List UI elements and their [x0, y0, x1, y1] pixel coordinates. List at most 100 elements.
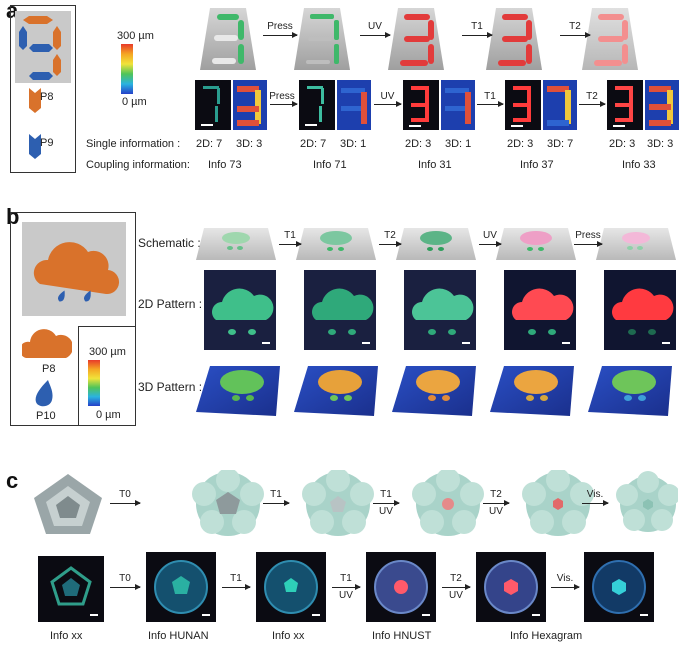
- panel-a-2d-image-2: [299, 80, 335, 130]
- panel-a-top-arrow-label-4: T2: [569, 21, 581, 32]
- single-info-3d-3: 3D: 1: [445, 138, 472, 150]
- single-info-2d-1: 2D: 7: [196, 138, 223, 150]
- panel-b-schematic-row: [196, 228, 676, 260]
- panel-c-image-6: [584, 552, 654, 622]
- panel-b-arrow-label-1: T1: [284, 230, 296, 241]
- panel-c-bottom-arrow-1: [110, 584, 141, 590]
- panel-a-legend-shapes: [15, 11, 71, 159]
- panel-c-top-arrow-3: [373, 500, 400, 506]
- panel-a-colorbar-min: 0 µm: [122, 96, 147, 108]
- panel-a-top-arrow-2: [360, 32, 391, 38]
- panel-a-top-arrow-4: [560, 32, 591, 38]
- panel-b-3d-pattern-row: [196, 366, 672, 416]
- flower-schematic-3: [412, 470, 484, 536]
- single-info-3d-1: 3D: 3: [236, 138, 263, 150]
- single-info-3d-5: 3D: 3: [647, 138, 674, 150]
- panel-b-colorbar-box: [78, 326, 136, 426]
- legend-p8-label: P8: [40, 91, 54, 103]
- panel-c-top-arrow-1: [110, 500, 141, 506]
- panel-b-legend-box: [10, 212, 136, 426]
- schematic-sheet-4: [496, 228, 576, 260]
- panel-a-3d-image-4: [543, 80, 577, 130]
- 2d-pattern-1: [204, 270, 276, 350]
- single-info-2d-5: 2D: 3: [609, 138, 636, 150]
- panel-a-top-arrow-1: [263, 32, 298, 38]
- panel-a-bottom-arrow-4: [579, 101, 606, 107]
- panel-a-colorbar: [121, 44, 133, 94]
- panel-a-2d-image-3: [403, 80, 439, 130]
- flower-schematic-4: [522, 470, 594, 536]
- panel-c-bottom-arrow-sublabel-3: UV: [339, 590, 353, 601]
- schematic-plate-5: [582, 8, 638, 70]
- panel-b-colorbar: [88, 360, 100, 406]
- panel-a-2d-image-4: [505, 80, 541, 130]
- panel-a-2d-image-5: [607, 80, 643, 130]
- coupling-info-2: Info 71: [313, 159, 347, 171]
- schematic-plate-1: [200, 8, 256, 70]
- panel-c-bottom-arrow-5: [551, 584, 580, 590]
- panel-c-top-arrow-label-2: T1: [270, 489, 282, 500]
- coupling-info-3: Info 31: [418, 159, 452, 171]
- panel-a-schematic-row: [200, 8, 638, 70]
- panel-b-arrow-label-2: T2: [384, 230, 396, 241]
- panel-a-legend-box: [10, 5, 76, 173]
- panel-a-bottom-arrow-label-3: T1: [484, 91, 496, 102]
- panel-c-top-arrow-5: [582, 500, 609, 506]
- panel-c-top-arrow-label-1: T0: [119, 489, 131, 500]
- 2d-pattern-4: [504, 270, 576, 350]
- schematic-plate-3: [388, 8, 444, 70]
- flower-schematic-5: [616, 471, 678, 532]
- 3d-pattern-3: [392, 366, 476, 416]
- row-label-3d-pattern: 3D Pattern :: [138, 380, 203, 394]
- panel-a-bottom-arrow-label-1: Press: [269, 91, 295, 102]
- legend-p10-drop-icon: [35, 380, 53, 407]
- single-info-row-label: Single information :: [86, 138, 181, 150]
- panel-b-colorbar-min: 0 µm: [96, 409, 121, 421]
- panel-c-image-4: [366, 552, 436, 622]
- panel-b-arrow-label-3: UV: [483, 230, 497, 241]
- panel-c-info-2: Info HUNAN: [148, 630, 209, 642]
- panel-c-bottom-arrow-3: [332, 584, 361, 590]
- panel-c-image-5: [476, 552, 546, 622]
- schematic-plate-2: [294, 8, 350, 70]
- panel-c-info-5: Info Hexagram: [510, 630, 583, 642]
- panel-c-top-arrow-label-3: T1: [380, 489, 392, 500]
- 3d-pattern-2: [294, 366, 378, 416]
- pentagon-dome: [34, 474, 102, 534]
- panel-a-bottom-arrow-1: [270, 101, 298, 107]
- panel-a-3d-image-2: [337, 80, 371, 130]
- 3d-pattern-4: [490, 366, 574, 416]
- panel-c-schematic-row: [34, 470, 678, 536]
- schematic-sheet-1: [196, 228, 276, 260]
- panel-c-top-arrow-label-5: Vis.: [586, 489, 604, 500]
- panel-c-top-arrow-2: [263, 500, 290, 506]
- panel-c-top-arrow-sublabel-3: UV: [379, 506, 393, 517]
- coupling-info-5: Info 33: [622, 159, 656, 171]
- 3d-pattern-5: [588, 366, 672, 416]
- single-info-2d-4: 2D: 3: [507, 138, 534, 150]
- panel-c-bottom-arrow-4: [442, 584, 471, 590]
- schematic-sheet-5: [596, 228, 676, 260]
- panel-b-2d-pattern-row: [204, 270, 676, 350]
- legend-p9-rods: [19, 26, 53, 80]
- single-info-2d-2: 2D: 7: [300, 138, 327, 150]
- panel-c-image-3: [256, 552, 326, 622]
- legend-p9-label: P9: [40, 137, 54, 149]
- coupling-info-row-label: Coupling information:: [86, 159, 190, 171]
- panel-c-image-2: [146, 552, 216, 622]
- panel-b-arrow-1: [279, 241, 302, 247]
- panel-a-bottom-arrow-2: [374, 101, 402, 107]
- coupling-info-4: Info 37: [520, 159, 554, 171]
- flower-schematic-1: [192, 470, 264, 536]
- row-label-2d-pattern: 2D Pattern :: [138, 297, 203, 311]
- legend-p8-icon: [29, 88, 41, 113]
- raindrop-right: [84, 290, 91, 302]
- panel-c-bottom-arrow-label-3: T1: [340, 573, 352, 584]
- 2d-pattern-2: [304, 270, 376, 350]
- panel-c-bottom-arrow-label-2: T1: [230, 573, 242, 584]
- panel-a-3d-image-3: [441, 80, 475, 130]
- schematic-plate-4: [486, 8, 542, 70]
- legend-p10-label: P10: [36, 410, 56, 422]
- panel-a-top-arrow-label-3: T1: [471, 21, 483, 32]
- single-info-3d-4: 3D: 7: [547, 138, 574, 150]
